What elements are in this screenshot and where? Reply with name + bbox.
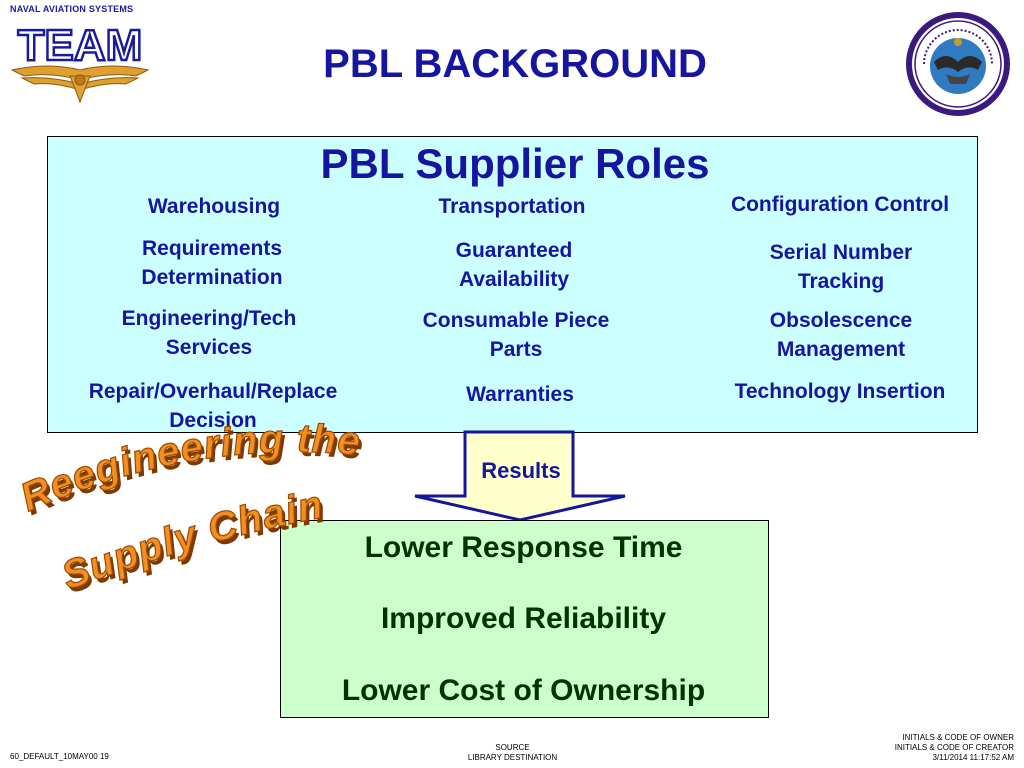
footer-initials: INITIALS & CODE OF OWNER INITIALS & CODE… <box>895 733 1014 763</box>
role-requirements-determination: Requirements Determination <box>141 237 283 289</box>
footer-source: SOURCE LIBRARY DESTINATION <box>440 743 585 763</box>
outcomes-panel <box>280 520 769 718</box>
footer-source-line: SOURCE <box>495 743 530 752</box>
footer-timestamp: 3/11/2014 11:17:52 AM <box>932 753 1014 762</box>
naval-seal-icon <box>906 12 1010 116</box>
role-repair-overhaul-replace: Repair/Overhaul/Replace Decision <box>88 380 338 432</box>
wings-icon <box>10 65 150 104</box>
outcome-lower-response-time: Lower Response Time <box>364 531 683 564</box>
role-configuration-control: Configuration Control <box>730 193 950 216</box>
role-technology-insertion: Technology Insertion <box>734 380 946 403</box>
results-label: Results <box>481 458 561 483</box>
role-engineering-tech-services: Engineering/Tech Services <box>121 307 297 359</box>
role-consumable-piece-parts: Consumable Piece Parts <box>422 309 610 361</box>
role-warranties: Warranties <box>466 383 574 406</box>
role-obsolescence-management: Obsolescence Management <box>769 309 913 361</box>
footer-slide-id: 60_DEFAULT_10MAY00 19 <box>10 752 109 761</box>
wordart-line2: Supply Chain <box>55 482 326 599</box>
footer-creator-line: INITIALS & CODE OF CREATOR <box>894 743 1014 752</box>
org-name: NAVAL AVIATION SYSTEMS <box>10 4 134 14</box>
role-transportation: Transportation <box>438 195 586 218</box>
footer-owner-line: INITIALS & CODE OF OWNER <box>902 733 1014 742</box>
role-warehousing: Warehousing <box>147 195 281 218</box>
reengineering-wordart: Reegineering the Reegineering the Supply… <box>14 420 365 602</box>
role-serial-number-tracking: Serial Number Tracking <box>769 241 913 293</box>
outcome-lower-cost-of-ownership: Lower Cost of Ownership <box>341 674 706 707</box>
team-logo: TEAM <box>10 20 150 104</box>
results-arrow-icon <box>414 430 626 522</box>
footer-library-line: LIBRARY DESTINATION <box>467 753 558 762</box>
supplier-roles-title: PBL Supplier Roles <box>320 140 710 187</box>
svg-text:Supply Chain: Supply Chain <box>56 483 327 599</box>
outcome-improved-reliability: Improved Reliability <box>380 602 667 635</box>
role-guaranteed-availability: Guaranteed Availability <box>455 239 573 291</box>
page-title: PBL BACKGROUND <box>323 42 707 86</box>
team-logo-text: TEAM <box>18 21 143 70</box>
